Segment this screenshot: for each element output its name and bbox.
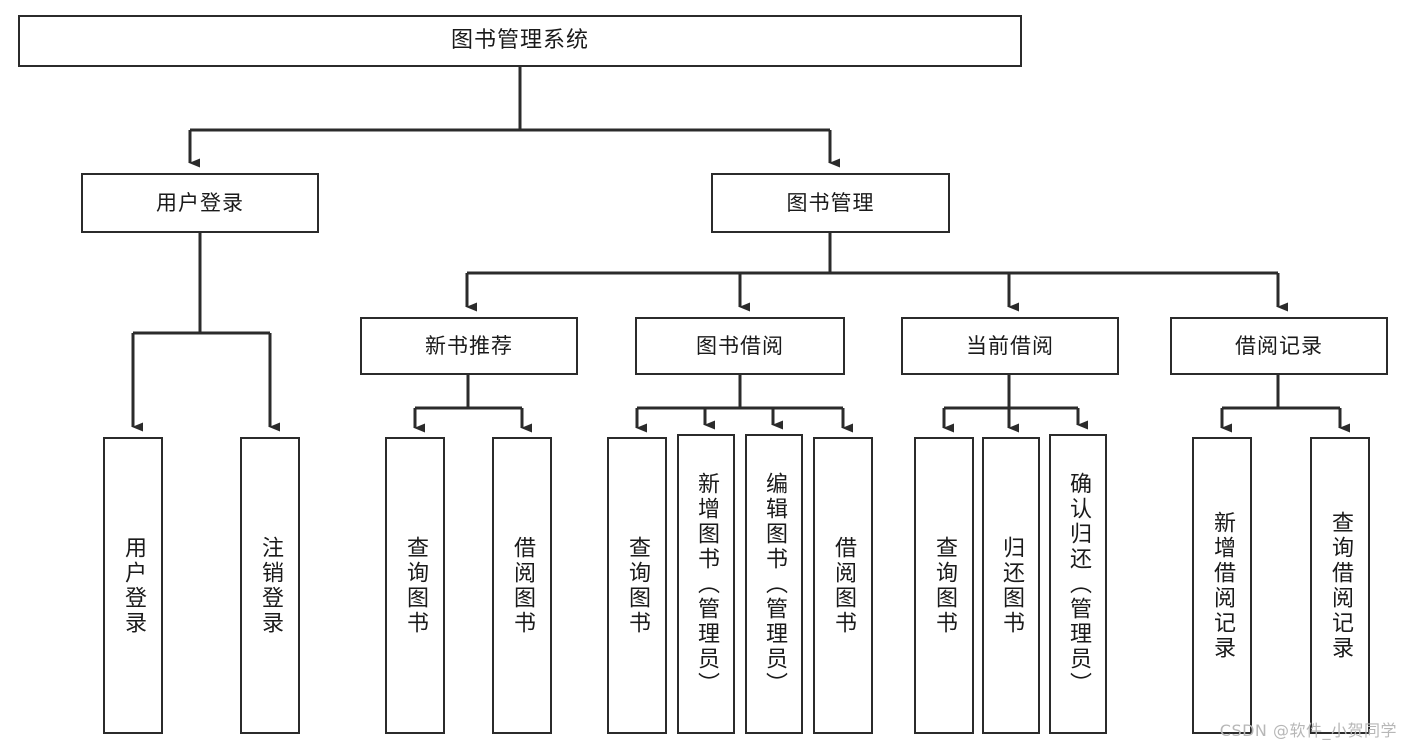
node-leaf-user-login[interactable]: 用户登录	[103, 437, 163, 734]
node-label: 新增借阅记录	[1210, 510, 1235, 661]
node-label: 借阅图书	[831, 535, 856, 636]
node-leaf-edit-book-admin[interactable]: 编辑图书（管理员）	[745, 434, 803, 734]
node-leaf-confirm-return-admin[interactable]: 确认归还（管理员）	[1049, 434, 1107, 734]
node-leaf-query-borrow-record[interactable]: 查询借阅记录	[1310, 437, 1370, 734]
node-label: 查询图书	[403, 535, 428, 636]
node-new-book-recommend[interactable]: 新书推荐	[360, 317, 578, 375]
node-book-borrow[interactable]: 图书借阅	[635, 317, 845, 375]
node-label: 图书管理	[786, 190, 875, 215]
node-user-login[interactable]: 用户登录	[81, 173, 319, 233]
node-leaf-add-book-admin[interactable]: 新增图书（管理员）	[677, 434, 735, 734]
node-label: 用户登录	[156, 190, 244, 215]
node-label: 查询借阅记录	[1328, 510, 1353, 661]
node-label: 借阅图书	[510, 535, 535, 636]
node-label: 新增图书（管理员）	[694, 471, 719, 697]
node-label: 确认归还（管理员）	[1066, 471, 1091, 697]
node-leaf-query-book-recommend[interactable]: 查询图书	[385, 437, 445, 734]
node-leaf-query-book-current[interactable]: 查询图书	[914, 437, 974, 734]
node-book-management[interactable]: 图书管理	[711, 173, 950, 233]
node-borrow-records[interactable]: 借阅记录	[1170, 317, 1388, 375]
node-label: 当前借阅	[966, 333, 1054, 358]
node-current-borrow[interactable]: 当前借阅	[901, 317, 1119, 375]
node-leaf-logout[interactable]: 注销登录	[240, 437, 300, 734]
node-label: 编辑图书（管理员）	[762, 471, 787, 697]
node-leaf-borrow-book[interactable]: 借阅图书	[813, 437, 873, 734]
csdn-watermark: CSDN @软件_小贺同学	[1219, 721, 1397, 740]
node-root-system[interactable]: 图书管理系统	[18, 15, 1022, 67]
node-label: 图书管理系统	[450, 28, 589, 54]
node-label: 归还图书	[999, 535, 1024, 636]
node-leaf-add-borrow-record[interactable]: 新增借阅记录	[1192, 437, 1252, 734]
node-label: 查询图书	[932, 535, 957, 636]
node-leaf-borrow-book-recommend[interactable]: 借阅图书	[492, 437, 552, 734]
node-label: 图书借阅	[696, 333, 784, 358]
node-leaf-query-book-borrow[interactable]: 查询图书	[607, 437, 667, 734]
node-label: 新书推荐	[425, 333, 513, 358]
node-label: 用户登录	[121, 535, 146, 636]
node-label: 查询图书	[625, 535, 650, 636]
node-leaf-return-book[interactable]: 归还图书	[982, 437, 1040, 734]
node-label: 借阅记录	[1235, 333, 1323, 358]
node-label: 注销登录	[258, 535, 283, 636]
